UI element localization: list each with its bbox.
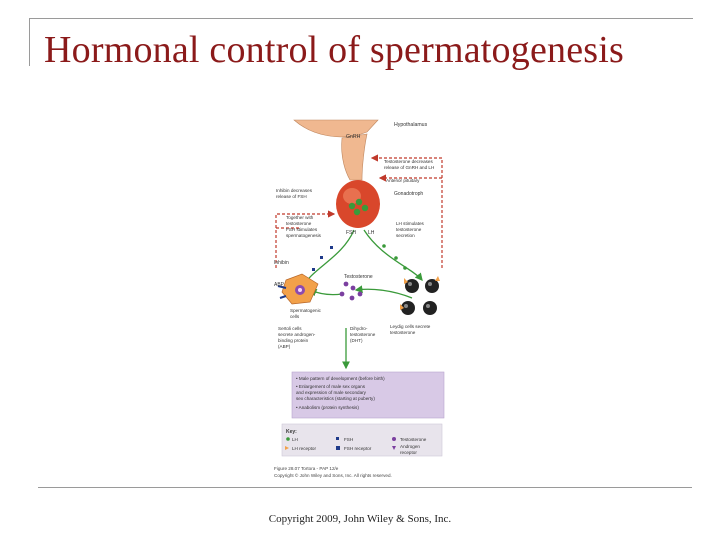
testosterone-feedback-arrow: [370, 154, 443, 268]
testosterone-arrow: [354, 285, 413, 299]
gonadotroph-cells: [348, 198, 369, 216]
leydig-cells: [401, 279, 439, 315]
label-hypothalamus: Hypothalamus: [394, 122, 428, 128]
label-dht: Dihydro- testosterone (DHT): [350, 326, 377, 343]
hormone-diagram: Hypothalamus GnRH Testosterone decreases…: [272, 118, 448, 488]
title-rule-vertical: [29, 18, 30, 66]
pituitary-stalk: [341, 133, 368, 181]
label-testosterone: Testosterone: [344, 274, 373, 280]
sertoli-cell: [277, 273, 319, 305]
testosterone-molecules: [339, 281, 363, 301]
label-together-with: Together with testosterone FSH stimulate…: [286, 215, 322, 238]
lh-molecules: [382, 244, 407, 270]
label-abp: ABP: [274, 282, 285, 288]
fsh-molecules: [312, 246, 333, 271]
label-gnrh: GnRH: [346, 134, 361, 140]
hormone-diagram-svg: Hypothalamus GnRH Testosterone decreases…: [274, 119, 445, 478]
label-leydig: Leydig cells secrete testosterone: [390, 324, 432, 335]
key-box: [281, 423, 443, 457]
label-lh: LH: [368, 230, 375, 236]
label-gonadotroph: Gonadotroph: [394, 191, 423, 197]
label-testosterone-decreases: Testosterone decreases release of GnRH a…: [384, 159, 434, 170]
slide-title: Hormonal control of spermatogenesis: [44, 29, 625, 71]
lh-arrow: [363, 229, 423, 281]
key-lh-receptor: LH receptor: [292, 446, 316, 451]
key-fsh: FSH: [344, 437, 353, 442]
label-fsh: FSH: [346, 230, 356, 236]
key-testosterone: Testosterone: [400, 437, 427, 442]
label-spermatogenic-cells: Spermatogenic cells: [290, 308, 322, 319]
label-inhibin-decreases: Inhibin decreases release of FSH: [276, 188, 313, 199]
key-lh-receptor-icon: [285, 446, 289, 450]
figure-caption: Figure 28.07 Tortora - PAP 12/e Copyrigh…: [274, 466, 392, 478]
key-androgen-receptor-icon: [392, 446, 396, 450]
inhibin-feedback-arrow: [275, 210, 336, 268]
key-lh-icon: [286, 437, 290, 441]
key-fsh-receptor: FSH receptor: [344, 446, 372, 451]
label-sertoli-cells: Sertoli cells secrete androgen- binding …: [278, 326, 317, 349]
effects-text: • Male pattern of development (before bi…: [296, 376, 386, 410]
key-lh: LH: [292, 437, 298, 442]
label-inhibin: Inhibin: [274, 260, 289, 266]
label-anterior-pituitary: Anterior pituitary: [386, 178, 420, 183]
key-fsh-icon: [336, 437, 339, 440]
key-testosterone-icon: [392, 437, 396, 441]
pituitary-highlight: [343, 188, 361, 204]
footer-rule: [38, 487, 692, 488]
title-rule-horizontal: [29, 18, 693, 19]
copyright-notice: Copyright 2009, John Wiley & Sons, Inc.: [268, 513, 452, 525]
effects-box: [291, 371, 445, 419]
hypothalamus-shape: [293, 119, 379, 138]
lh-receptors: [400, 276, 440, 310]
leydig-highlights: [404, 282, 432, 308]
key-title: Key:: [286, 429, 297, 435]
key-fsh-receptor-icon: [336, 446, 340, 450]
label-lh-stimulates: LH stimulates testosterone secretion: [396, 221, 425, 238]
key-androgen-receptor: Androgen receptor: [400, 444, 421, 455]
